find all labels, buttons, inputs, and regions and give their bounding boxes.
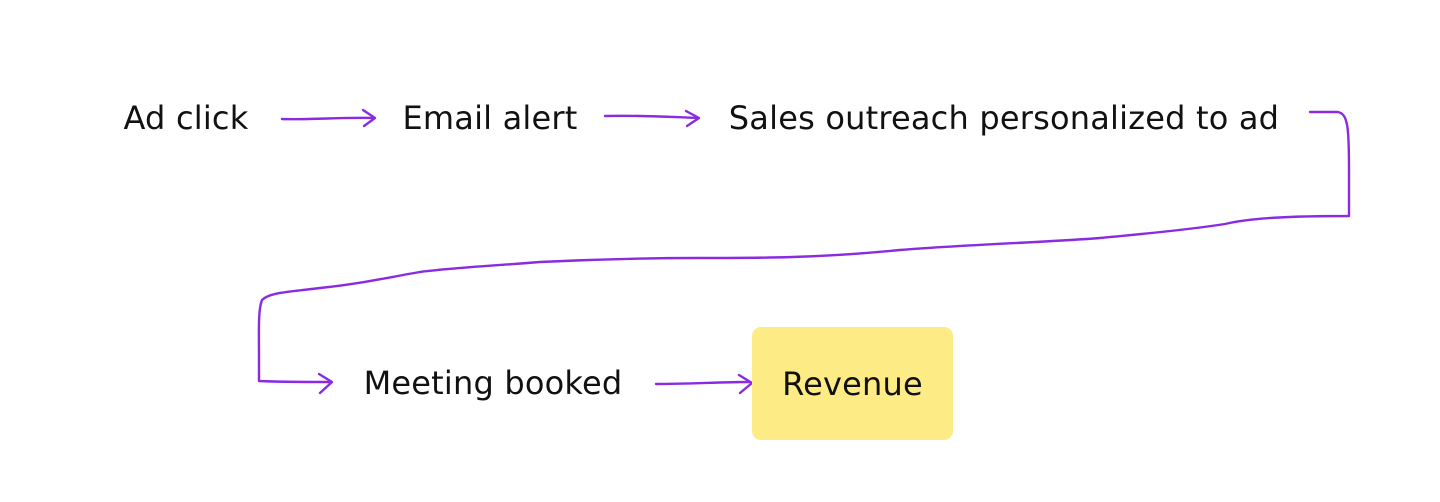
node-email-alert: Email alert [382,72,598,164]
node-ad-click: Ad click [94,72,278,164]
arrow-ad-click-to-email-alert [280,116,376,121]
arrow-email-alert-to-sales-outreach [603,114,700,120]
arrowhead-sales-outreach-to-meeting-booked [317,372,334,395]
arrowhead-email-alert-to-sales-outreach [684,109,701,128]
node-sales-outreach: Sales outreach personalized to ad [706,72,1302,164]
arrowhead-ad-click-to-email-alert [361,108,377,128]
node-label: Revenue [782,364,923,403]
arrow-sales-outreach-to-meeting-booked [257,110,1351,384]
arrow-meeting-booked-to-revenue [654,380,752,386]
node-label: Email alert [402,99,578,137]
node-revenue: Revenue [752,327,953,440]
node-label: Meeting booked [363,364,623,402]
node-meeting-booked: Meeting booked [336,336,650,430]
node-label: Sales outreach personalized to ad [728,99,1280,137]
arrowhead-meeting-booked-to-revenue [737,373,754,395]
node-label: Ad click [123,99,249,137]
